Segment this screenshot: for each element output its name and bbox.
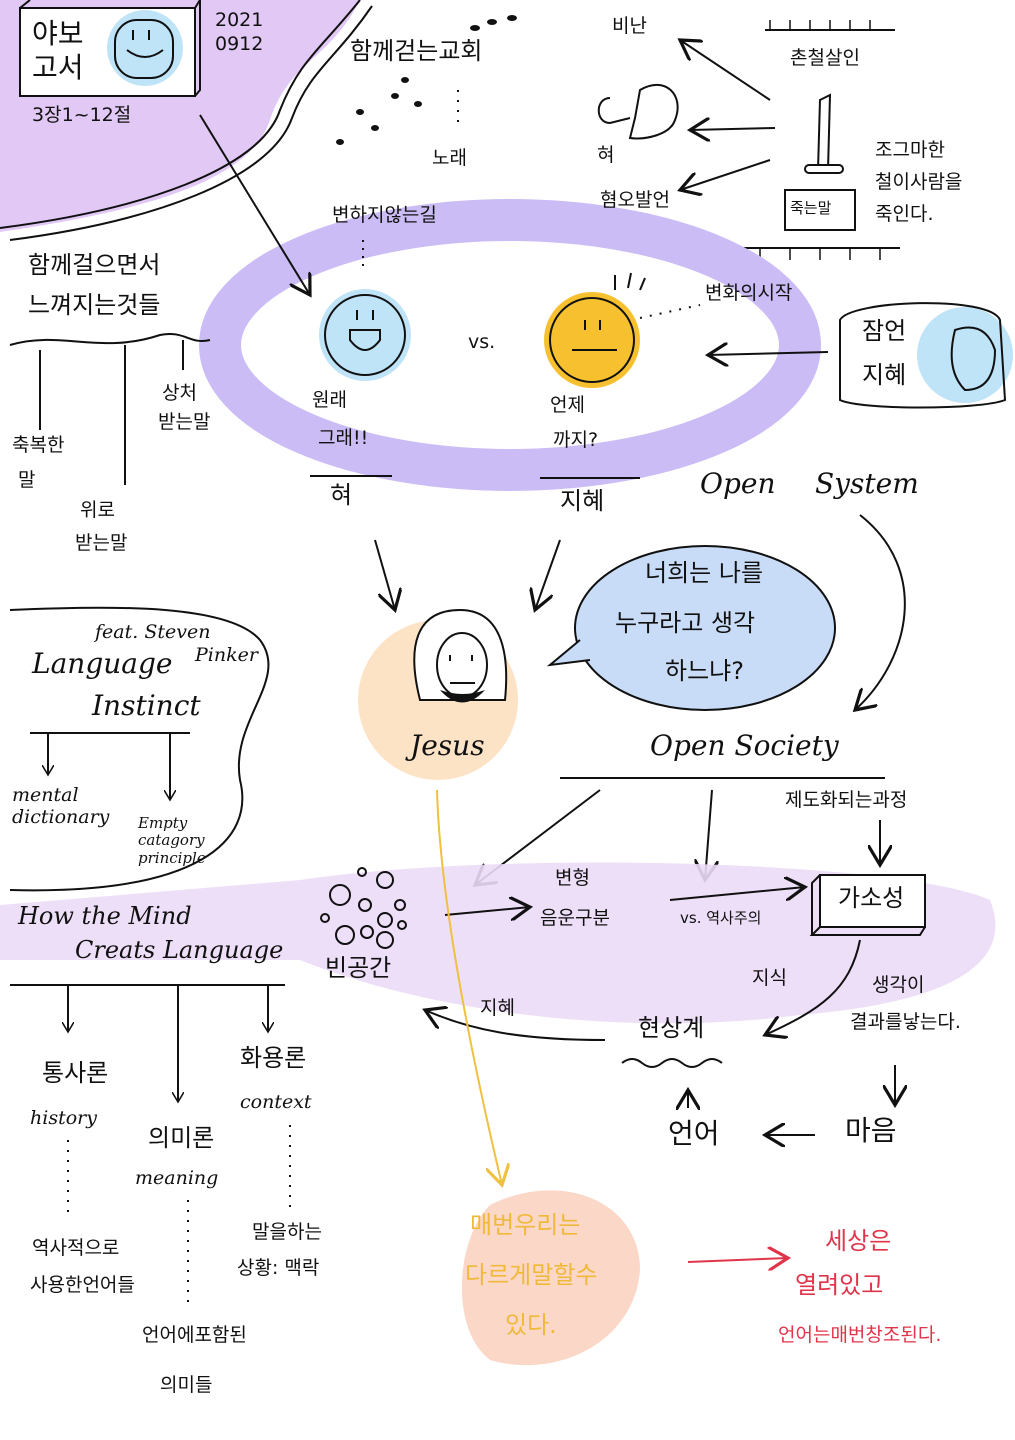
conclusion-red-2: 열려있고 xyxy=(795,1271,884,1299)
walking-item-1a: 축복한 xyxy=(12,434,65,456)
tongue-caption: 혀 xyxy=(330,481,353,509)
plasticity-label: 가소성 xyxy=(838,884,905,912)
walking-item-3a: 상처 xyxy=(162,382,197,404)
walking-item-1b: 말 xyxy=(18,469,36,491)
semantics-ko: 의미론 xyxy=(148,1124,215,1152)
right-quote-2: 까지? xyxy=(553,429,599,451)
institutionalizing-label: 제도화되는과정 xyxy=(785,789,908,811)
conclusion-yellow-3: 있다. xyxy=(505,1311,557,1339)
wisdom-caption: 지혜 xyxy=(560,487,605,515)
question-line1: 너희는 나를 xyxy=(645,559,764,587)
thought-line2: 결과를낳는다. xyxy=(850,1011,961,1033)
language-label: 언어 xyxy=(668,1117,720,1150)
song-label: 노래 xyxy=(432,147,467,169)
church-label: 함께걷는교회 xyxy=(350,37,483,65)
phenomenal-world-label: 현상계 xyxy=(638,1014,705,1042)
semantics-en: meaning xyxy=(135,1167,219,1189)
left-quote-2: 그래!! xyxy=(318,427,369,449)
hate-speech-label: 혐오발언 xyxy=(600,189,670,211)
how-mind-line1: How the Mind xyxy=(18,902,192,930)
instinct-title1: Language xyxy=(32,647,173,680)
semantics-note-2: 의미들 xyxy=(160,1374,213,1396)
right-quote-1: 언제 xyxy=(550,394,585,416)
walking-title-1: 함께걸으면서 xyxy=(28,251,161,279)
semantics-note-1: 언어에포함된 xyxy=(142,1324,247,1346)
empty-space-label: 빈공간 xyxy=(325,954,392,982)
killing-words-label: 죽는말 xyxy=(790,199,832,217)
date-monthday: 0912 xyxy=(215,33,264,55)
comparison-ring xyxy=(199,199,821,491)
idiom-label: 촌철살인 xyxy=(790,47,860,69)
vs-label: vs. xyxy=(468,331,496,353)
pragmatics-en: context xyxy=(240,1091,312,1113)
unchanging-label: 변하지않는길 xyxy=(332,204,437,226)
feat-line2: Pinker xyxy=(195,644,258,666)
idiom-meaning-3: 죽인다. xyxy=(875,203,934,225)
left-quote-1: 원래 xyxy=(312,389,347,411)
walking-item-2a: 위로 xyxy=(80,499,115,521)
walking-item-2b: 받는말 xyxy=(75,532,128,554)
speech-bubble xyxy=(574,545,836,711)
wisdom-cycle-label: 지혜 xyxy=(480,997,515,1019)
idiom-meaning-1: 조그마한 xyxy=(875,139,945,161)
conclusion-red-1: 세상은 xyxy=(825,1227,892,1255)
vs-historicism-label: vs. 역사주의 xyxy=(680,909,762,927)
mental-dictionary: mental dictionary xyxy=(12,784,110,828)
jesus-label: Jesus xyxy=(410,729,485,762)
mind-label: 마음 xyxy=(845,1114,897,1147)
plasticity-box xyxy=(819,874,926,928)
conclusion-red-3: 언어는매번창조된다. xyxy=(778,1324,942,1346)
open-society-label: Open Society xyxy=(650,729,839,762)
feat-line1: feat. Steven xyxy=(95,621,211,643)
tongue-label: 혀 xyxy=(597,144,615,166)
instinct-title2: Instinct xyxy=(92,689,201,722)
thought-line1: 생각이 xyxy=(872,974,925,996)
transform-line1: 변형 xyxy=(555,867,590,889)
walking-title-2: 느껴지는것들 xyxy=(28,291,161,319)
book-title-line1: 야보 xyxy=(32,17,84,50)
knowledge-label: 지식 xyxy=(752,967,787,989)
transform-line2: 음운구분 xyxy=(540,907,610,929)
verse-range: 3장1~12절 xyxy=(32,104,132,126)
syntax-note-1: 역사적으로 xyxy=(32,1237,120,1259)
syntax-note-2: 사용한언어들 xyxy=(30,1274,135,1296)
question-line2: 누구라고 생각 xyxy=(615,609,756,637)
question-line3: 하느냐? xyxy=(665,657,744,685)
idiom-meaning-2: 철이사람을 xyxy=(875,171,963,193)
road-line xyxy=(0,0,361,229)
pragmatics-note-2: 상황: 맥락 xyxy=(237,1257,320,1279)
cycle-band xyxy=(0,862,996,1024)
change-start-label: 변화의시작 xyxy=(705,282,793,304)
conclusion-highlight xyxy=(461,1190,640,1366)
blame-label: 비난 xyxy=(612,15,647,37)
proverbs-line1: 잠언 xyxy=(862,317,907,345)
date-year: 2021 xyxy=(215,9,264,31)
book-title-line2: 고서 xyxy=(32,51,84,84)
pragmatics-ko: 화용론 xyxy=(240,1044,307,1072)
open-system-word2: System xyxy=(815,467,919,500)
syntax-en: history xyxy=(30,1107,97,1129)
conclusion-yellow-1: 매번우리는 xyxy=(470,1211,581,1239)
proverbs-line2: 지혜 xyxy=(862,361,907,389)
open-system-word1: Open xyxy=(700,467,776,500)
walking-item-3b: 받는말 xyxy=(158,411,211,433)
how-mind-line2: Creats Language xyxy=(75,936,284,964)
pragmatics-note-1: 말을하는 xyxy=(252,1221,322,1243)
conclusion-yellow-2: 다르게말할수 xyxy=(465,1261,598,1289)
empty-category-principle: Empty catagory principle xyxy=(138,814,206,867)
syntax-ko: 통사론 xyxy=(42,1059,109,1087)
